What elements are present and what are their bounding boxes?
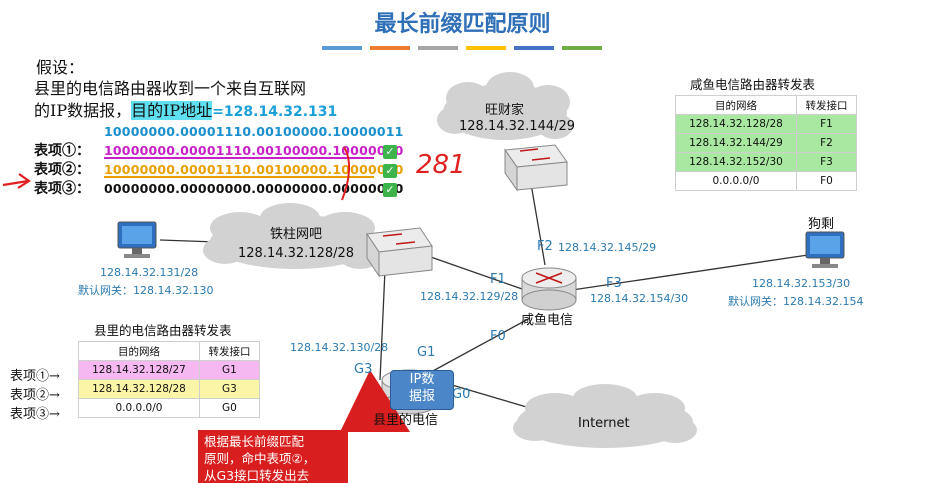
entry-1-binary: 10000000.00001110.00100000.10000000 [104,143,404,158]
table-cell: F1 [795,114,858,134]
table-cell: 128.14.32.128/28 [675,114,797,134]
table-cell: 128.14.32.152/30 [675,152,797,172]
table-row: 128.14.32.128/28 F1 [675,114,858,134]
intro-line-3: 的IP数据报，目的IP地址=128.14.32.131 [34,97,337,121]
computer-icon-left [117,221,157,258]
check-icon-3: ✓ [383,183,397,197]
intro-line-1: 假设： [36,58,85,77]
table-cell: G0 [198,398,261,418]
iface-f3: F3 [606,276,622,291]
county-row-label-2: 表项②→ [10,388,60,403]
wangcai-name: 旺财家 [485,103,525,118]
check-icon-2: ✓ [383,164,397,178]
table-cell: F0 [795,171,858,191]
xianyu-forwarding-table: 目的网络 转发接口 128.14.32.128/28 F1 128.14.32.… [675,95,858,191]
iface-g0: G0 [452,387,471,402]
county-row-label-1: 表项①→ [10,369,60,384]
entry-3-label: 表项③： [34,181,90,197]
entry-1-label: 表项①： [34,143,90,159]
dest-binary: 10000000.00001110.00100000.10000011 [104,124,404,139]
switch-icon-wangcai [504,144,568,192]
internet-name: Internet [578,416,630,431]
xianyu-table-title: 咸鱼电信路由器转发表 [690,77,816,92]
iface-g1: G1 [417,345,436,360]
iface-f2: F2 [537,239,553,254]
right-host-ip: 128.14.32.153/30 [752,277,851,290]
color-bar-5 [514,46,554,50]
table-header-cell: 转发接口 [795,95,858,115]
table-row: 128.14.32.152/30 F3 [675,152,858,172]
packet-line-1: IP数 [409,372,435,387]
left-host-gateway: 默认网关：128.14.32.130 [78,284,214,297]
color-bar-6 [562,46,602,50]
iface-f2-ip: 128.14.32.145/29 [558,241,657,254]
right-host-gateway: 默认网关：128.14.32.154 [728,295,864,308]
table-header-cell: 转发接口 [198,341,261,361]
table-header-cell: 目的网络 [675,95,797,115]
table-cell: 128.14.32.128/27 [78,360,200,380]
iface-g3: G3 [354,362,373,377]
computer-icon-right [805,231,845,268]
table-cell: G3 [198,379,261,399]
iface-f1: F1 [490,272,506,287]
color-bar-1 [322,46,362,50]
entry-2-underline [104,176,374,178]
ip-packet: IP数 据报 [390,370,454,410]
table-row: 128.14.32.128/28 G3 [78,379,261,399]
callout-line-2: 原则，命中表项②， [204,451,316,466]
callout-box: 根据最长前缀匹配 原则，命中表项②， 从G3接口转发出去 [198,430,348,483]
table-row: 128.14.32.144/29 F2 [675,133,858,153]
xianyu-router-name: 咸鱼电信 [521,313,574,328]
packet-line-2: 据报 [408,389,435,404]
entry-3-binary: 00000000.00000000.00000000.00000000 [104,181,404,196]
callout-line-3: 从G3接口转发出去 [204,468,310,483]
color-bar-4 [466,46,506,50]
county-router-name: 县里的电信 [373,413,439,428]
check-icon-1: ✓ [383,145,397,159]
county-row-label-3: 表项③→ [10,407,60,422]
callout-line-1: 根据最长前缀匹配 [204,434,305,449]
table-row: 0.0.0.0/0 G0 [78,398,261,418]
switch-icon-tiezhu [366,227,433,278]
right-host-name: 狗剩 [808,217,835,232]
intro-prefix: 的IP数据报， [34,101,132,120]
table-cell: F2 [795,133,858,153]
tiezhu-name: 铁柱网吧 [270,227,323,242]
router-icon-xianyu [521,267,577,311]
iface-f0: F0 [490,329,506,344]
dest-ip-label: 目的IP地址 [131,101,213,120]
iface-f3-ip: 128.14.32.154/30 [590,292,689,305]
table-cell: G1 [198,360,261,380]
county-forwarding-table: 目的网络 转发接口 128.14.32.128/27 G1 128.14.32.… [78,341,261,418]
color-bar-3 [418,46,458,50]
color-bar-2 [370,46,410,50]
entry-2-label: 表项②： [34,162,90,178]
dest-ip-value: =128.14.32.131 [212,104,338,120]
wangcai-prefix: 128.14.32.144/29 [459,119,576,134]
table-row: 目的网络 转发接口 [675,95,858,115]
table-row: 目的网络 转发接口 [78,341,261,361]
entry-1-underline [104,157,374,159]
left-host-ip: 128.14.32.131/28 [100,266,199,279]
entry-2-binary: 10000000.00001110.00100000.10000000 [104,162,404,177]
table-cell: 128.14.32.144/29 [675,133,797,153]
table-row: 0.0.0.0/0 F0 [675,171,858,191]
iface-g3-ip: 128.14.32.130/28 [290,341,389,354]
table-cell: 0.0.0.0/0 [675,171,797,191]
page-title: 最长前缀匹配原则 [374,12,551,37]
iface-f1-ip: 128.14.32.129/28 [420,290,519,303]
table-cell: F3 [795,152,858,172]
table-cell: 128.14.32.128/28 [78,379,200,399]
county-table-title: 县里的电信路由器转发表 [94,323,232,338]
handwritten-note: 281 [416,150,466,180]
tiezhu-prefix: 128.14.32.128/28 [238,246,355,261]
table-cell: 0.0.0.0/0 [78,398,200,418]
table-header-cell: 目的网络 [78,341,200,361]
intro-line-2: 县里的电信路由器收到一个来自互联网 [34,79,307,98]
table-row: 128.14.32.128/27 G1 [78,360,261,380]
